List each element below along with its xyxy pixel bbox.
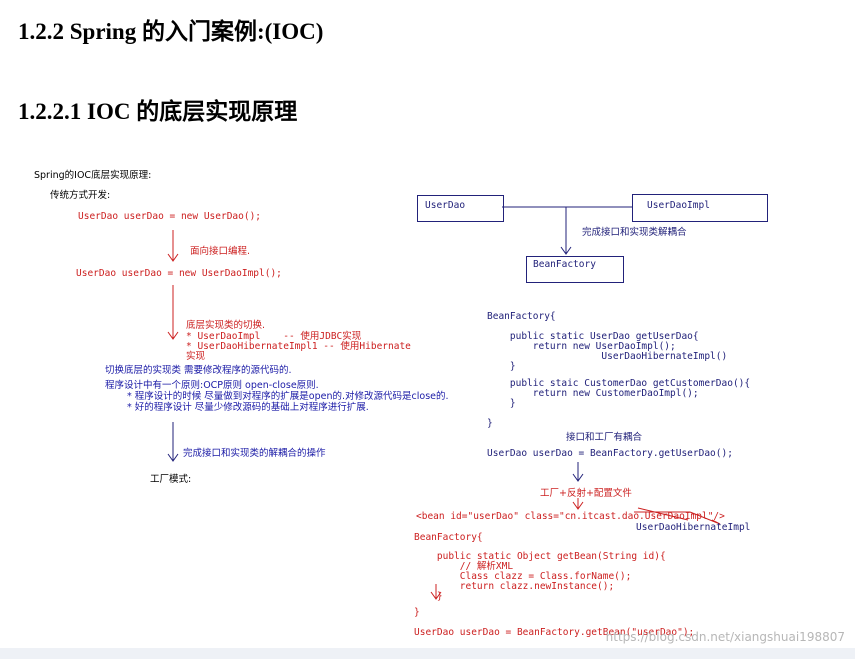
factory-reflect-config: 工厂+反射+配置文件 [540, 488, 632, 499]
bf2-code-line: // 解析XML [414, 561, 514, 572]
arrow-left-3-head [167, 453, 179, 462]
userdaoimpl-box: UserDaoImpl [632, 194, 768, 222]
diagram-lines [167, 206, 721, 600]
bf-code-line: } [487, 398, 516, 409]
change-note: 切换底层的实现类 需要修改程序的源代码的. [105, 365, 292, 376]
switch-line-1: * UserDaoImpl -- 使用JDBC实现 [186, 331, 362, 342]
ocp-line-1: * 程序设计的时候 尽量做到对程序的扩展是open的.对修改源代码是close的… [127, 391, 449, 402]
section-heading-1-2-2: 1.2.2 Spring 的入门案例:(IOC) [18, 19, 324, 44]
bf2-code-line: } [414, 607, 420, 618]
arrow-to-hibernate [689, 511, 721, 525]
section-heading-1-2-2-1: 1.2.2.1 IOC 的底层实现原理 [18, 99, 298, 124]
hibernate-impl-note: UserDaoHibernateImpl [636, 522, 751, 533]
traditional-label: 传统方式开发: [50, 190, 111, 201]
arrow-right-3-head [430, 591, 442, 600]
bf-code-line: public staic CustomerDao getCustomerDao(… [487, 378, 751, 389]
interface-note: 面向接口编程. [190, 246, 251, 257]
watermark-url: https://blog.csdn.net/xiangshuai198807 [605, 630, 845, 644]
switch-line-2: * UserDaoHibernateImpl1 -- 使用Hibernate [186, 341, 411, 352]
bf2-code-line: Class clazz = Class.forName(); [414, 571, 632, 582]
bf-code-line: UserDaoHibernateImpl() [487, 351, 728, 362]
page-footer-bar [0, 648, 855, 659]
coupling-label: 接口和工厂有耦合 [566, 432, 643, 443]
bf2-code-line: UserDao userDao = BeanFactory.getBean("u… [414, 627, 695, 638]
arrow-right-2-head [572, 501, 584, 510]
left-title: Spring的IOC底层实现原理: [34, 170, 152, 181]
bf2-code-line: } [414, 591, 443, 602]
userdao-box-label: UserDao [425, 200, 466, 211]
ocp-line-2: * 好的程序设计 尽量少修改源码的基础上对程序进行扩展. [127, 402, 369, 413]
get-userdao-code: UserDao userDao = BeanFactory.getUserDao… [487, 448, 733, 459]
switch-line-3: 实现 [186, 351, 206, 362]
arrow-right-1-head [572, 473, 584, 482]
bf2-code-line: return clazz.newInstance(); [414, 581, 615, 592]
bf-code-line: return new UserDaoImpl(); [487, 341, 676, 352]
bean-xml-config: <bean id="userDao" class="cn.itcast.dao.… [416, 511, 725, 522]
arrow-left-1-head [167, 253, 179, 262]
beanfactory-box: BeanFactory [526, 256, 624, 283]
code-new-userdaoimpl: UserDao userDao = new UserDaoImpl(); [76, 268, 282, 279]
bf-code-line: } [487, 361, 516, 372]
decouple-note: 完成接口和实现类的解耦合的操作 [183, 448, 326, 459]
ocp-principle: 程序设计中有一个原则:OCP原则 open-close原则. [105, 380, 319, 391]
code-new-userdao: UserDao userDao = new UserDao(); [78, 211, 262, 222]
userdaoimpl-box-label: UserDaoImpl [647, 200, 710, 211]
bf-code-line: return new CustomerDaoImpl(); [487, 388, 699, 399]
bf-code-line: } [487, 418, 493, 429]
beanfactory-box-label: BeanFactory [533, 259, 596, 270]
decouple-label: 完成接口和实现类解耦合 [582, 227, 687, 238]
switch-title: 底层实现类的切换. [186, 320, 266, 331]
bf2-code-line: BeanFactory{ [414, 532, 483, 543]
arrow-left-2-head [167, 331, 179, 340]
bf2-code-line: public static Object getBean(String id){ [414, 551, 666, 562]
strike-mark-2 [637, 507, 689, 521]
bf-code-line: BeanFactory{ [487, 311, 556, 322]
userdao-box: UserDao [417, 195, 504, 222]
connector-to-beanfactory-head [560, 246, 572, 255]
ioc-principle-diagram: Spring的IOC底层实现原理: 传统方式开发: UserDao userDa… [0, 160, 855, 650]
bf-code-line: public static UserDao getUserDao{ [487, 331, 699, 342]
factory-mode-label: 工厂模式: [150, 474, 192, 485]
